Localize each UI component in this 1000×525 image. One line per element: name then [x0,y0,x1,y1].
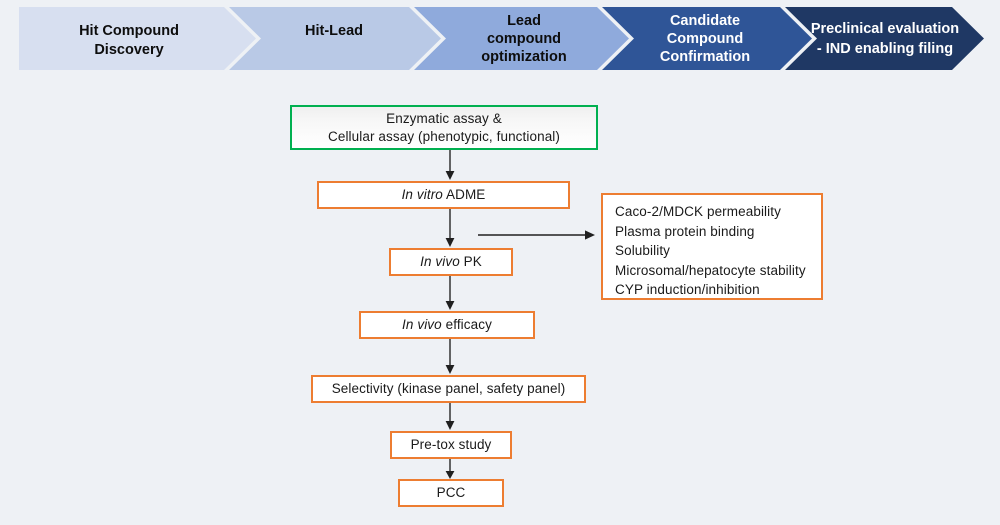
assay-list-item-4: CYP induction/inhibition [615,282,760,298]
pk-italic: In vivo [420,254,460,270]
connector-pretox-to-pcc [443,459,457,480]
node-in-vivo-efficacy[interactable]: In vivo efficacy [359,311,535,339]
connector-selectivity-to-pretox [443,403,457,431]
stage-label-3-line-2: compound [487,31,561,47]
efficacy-rest: efficacy [441,317,492,333]
pcc-label: PCC [436,485,466,501]
pre-tox-label: Pre-tox study [410,437,492,453]
stage-label-1-line-1: Hit Compound [79,23,179,39]
stage-banner: Hit Compound Discovery Hit-Lead Lead com… [19,7,984,70]
assay-line-1: Enzymatic assay & [386,111,502,127]
connector-pk-to-efficacy [443,276,457,311]
node-selectivity[interactable]: Selectivity (kinase panel, safety panel) [311,375,586,403]
stage-label-4-line-3: Confirmation [660,49,750,65]
assay-list-item-3: Microsomal/hepatocyte stability [615,262,806,278]
node-adme-assay-list[interactable]: Caco-2/MDCK permeability Plasma protein … [601,193,823,300]
node-enzymatic-cellular-assay[interactable]: Enzymatic assay & Cellular assay (phenot… [290,105,598,150]
connector-adme-to-assay-list [478,228,596,242]
selectivity-label: Selectivity (kinase panel, safety panel) [331,381,566,397]
stage-chevron-3[interactable] [414,7,629,70]
stage-label-5-line-2: - IND enabling filing [817,41,953,57]
node-pre-tox-study[interactable]: Pre-tox study [390,431,512,459]
connector-efficacy-to-selectivity [443,339,457,375]
stage-label-4-line-2: Compound [667,31,744,47]
efficacy-italic: In vivo [402,317,442,333]
stage-label-1-line-2: Discovery [94,42,163,58]
stage-chevron-1[interactable] [19,7,256,70]
connector-adme-to-pk [443,209,457,248]
adme-rest: ADME [442,187,486,203]
node-in-vivo-pk[interactable]: In vivo PK [389,248,513,276]
stage-label-3-line-1: Lead [507,13,541,29]
pk-rest: PK [459,254,482,270]
adme-italic: In vitro [401,187,443,203]
stage-label-4-line-1: Candidate [670,13,740,29]
stage-label-5-line-1: Preclinical evaluation [811,21,959,37]
stage-chevron-5[interactable] [785,7,984,70]
stage-chevron-4[interactable] [602,7,812,70]
assay-list-item-0: Caco-2/MDCK permeability [615,204,781,219]
stage-label-2-line-1: Hit-Lead [305,23,363,39]
assay-list-item-1: Plasma protein binding [615,223,755,239]
stage-chevron-2[interactable] [229,7,441,70]
node-in-vitro-adme[interactable]: In vitro ADME [317,181,570,209]
assay-list-item-2: Solubility [615,243,671,259]
stage-label-3-line-3: optimization [481,49,566,65]
node-pcc[interactable]: PCC [398,479,504,507]
assay-line-2: Cellular assay (phenotypic, functional) [327,128,560,144]
connector-assay-to-adme [443,150,457,181]
